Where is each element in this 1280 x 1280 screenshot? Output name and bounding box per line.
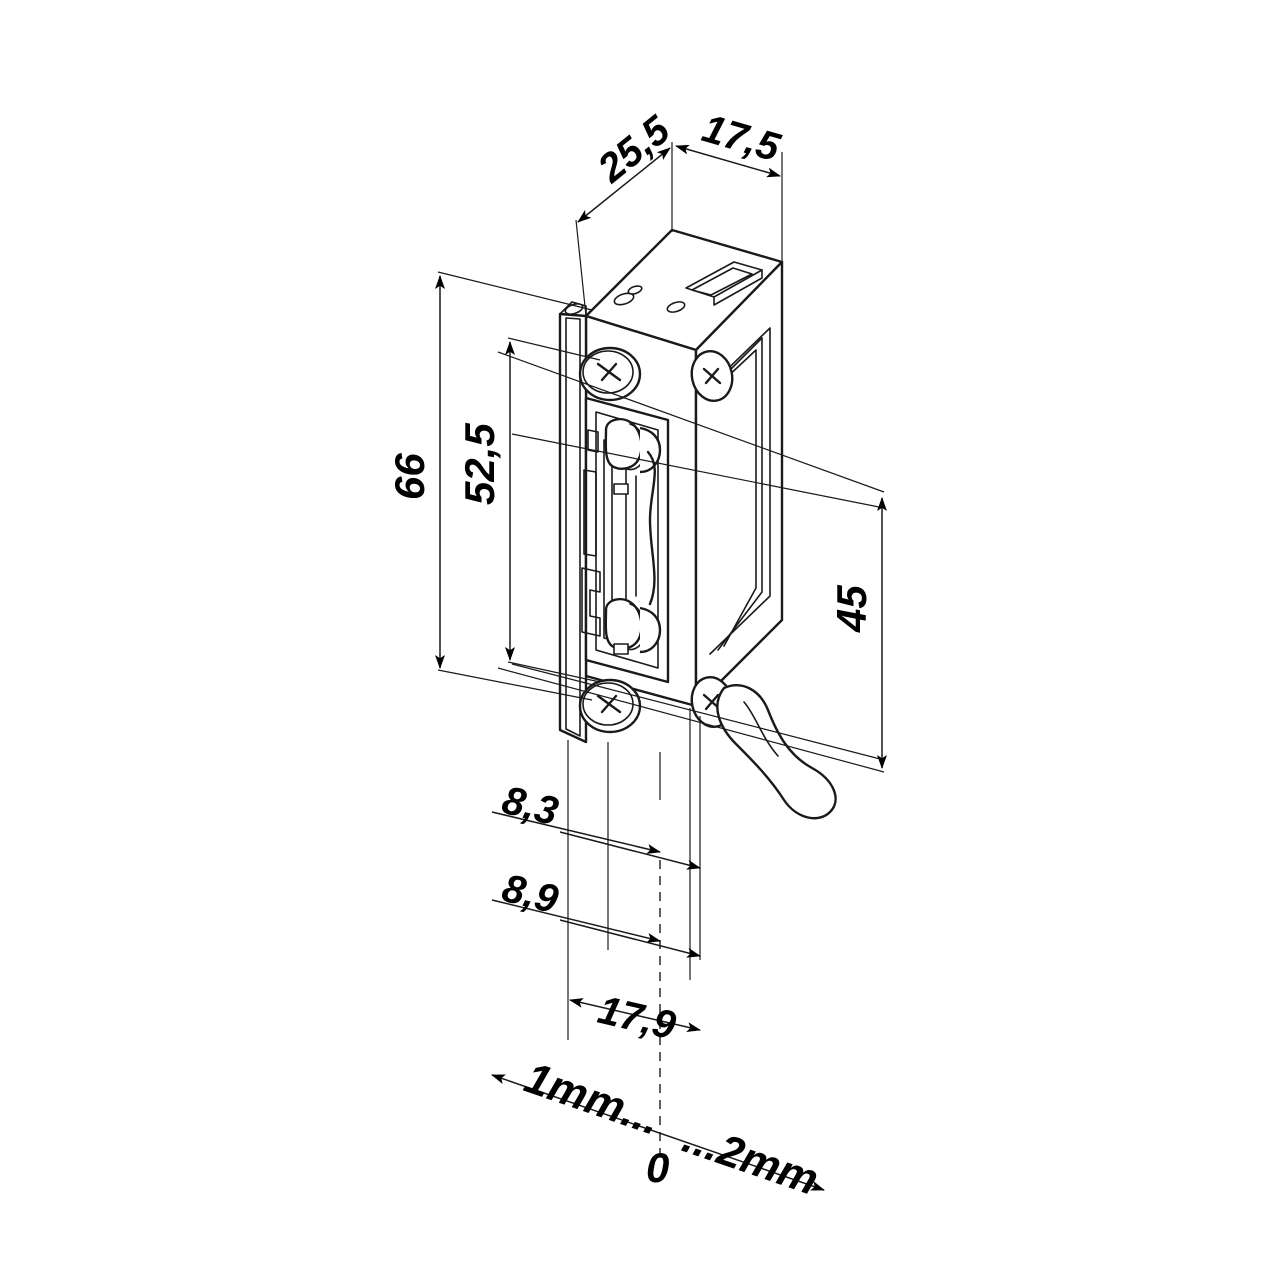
inner-detail-bracket	[581, 567, 601, 637]
projection-line-upper	[497, 351, 885, 493]
scale-label-left: 1mm...	[519, 1053, 667, 1145]
faceplate-edge-strip	[565, 317, 581, 737]
top-hole-1	[613, 292, 635, 306]
dim-depth-total	[575, 147, 671, 317]
inner-slot-mid	[583, 469, 597, 557]
housing-top-plate-edge	[713, 269, 763, 306]
strike-body-group	[497, 228, 885, 820]
scale-label-zero: 0	[646, 1144, 669, 1191]
scale-bar-group	[491, 1074, 825, 1191]
keeper-window-lower	[613, 643, 629, 655]
dim-label-height-inner: 52,5	[456, 423, 503, 505]
housing-right-groove-c	[723, 349, 757, 647]
projection-line-lower	[497, 667, 885, 773]
housing-right-groove-a	[709, 327, 771, 655]
keeper-tongue-lower	[639, 606, 662, 654]
bottom-extension-lines	[567, 708, 701, 1040]
dim-height-overall	[435, 271, 593, 701]
cable-lever	[716, 684, 837, 820]
dim-label-depth-total: 25,5	[589, 107, 679, 191]
dim-label-offset-lower: 8,9	[498, 866, 563, 922]
screw-bottom-left	[578, 678, 642, 734]
keeper-window	[613, 483, 629, 495]
inner-slot-upper	[587, 429, 599, 453]
projection-line-lower2	[511, 663, 885, 761]
keeper-spring-profile	[646, 450, 656, 606]
top-hole-3	[666, 301, 686, 313]
dim-height-inner	[505, 337, 601, 683]
dim-label-offset-upper: 8,3	[498, 778, 563, 834]
scale-bar-arrow	[491, 1074, 825, 1191]
dim-width-bottom	[569, 998, 701, 1032]
dim-offset-upper	[491, 811, 701, 870]
dim-label-width-front: 17,5	[698, 106, 786, 170]
scale-label-right: ...2mm	[677, 1113, 825, 1205]
projection-line-mid	[511, 433, 885, 509]
screw-top-right	[690, 349, 734, 403]
dim-offset-lower	[491, 899, 701, 958]
dim-width-front	[675, 144, 783, 264]
dim-label-height-side: 45	[828, 585, 875, 633]
dim-label-height-overall: 66	[386, 453, 433, 500]
housing-top-plate-inner	[691, 267, 753, 296]
top-hole-2	[627, 285, 643, 295]
housing-right-groove-b	[717, 337, 763, 651]
dim-label-width-bottom: 17,9	[594, 988, 680, 1049]
